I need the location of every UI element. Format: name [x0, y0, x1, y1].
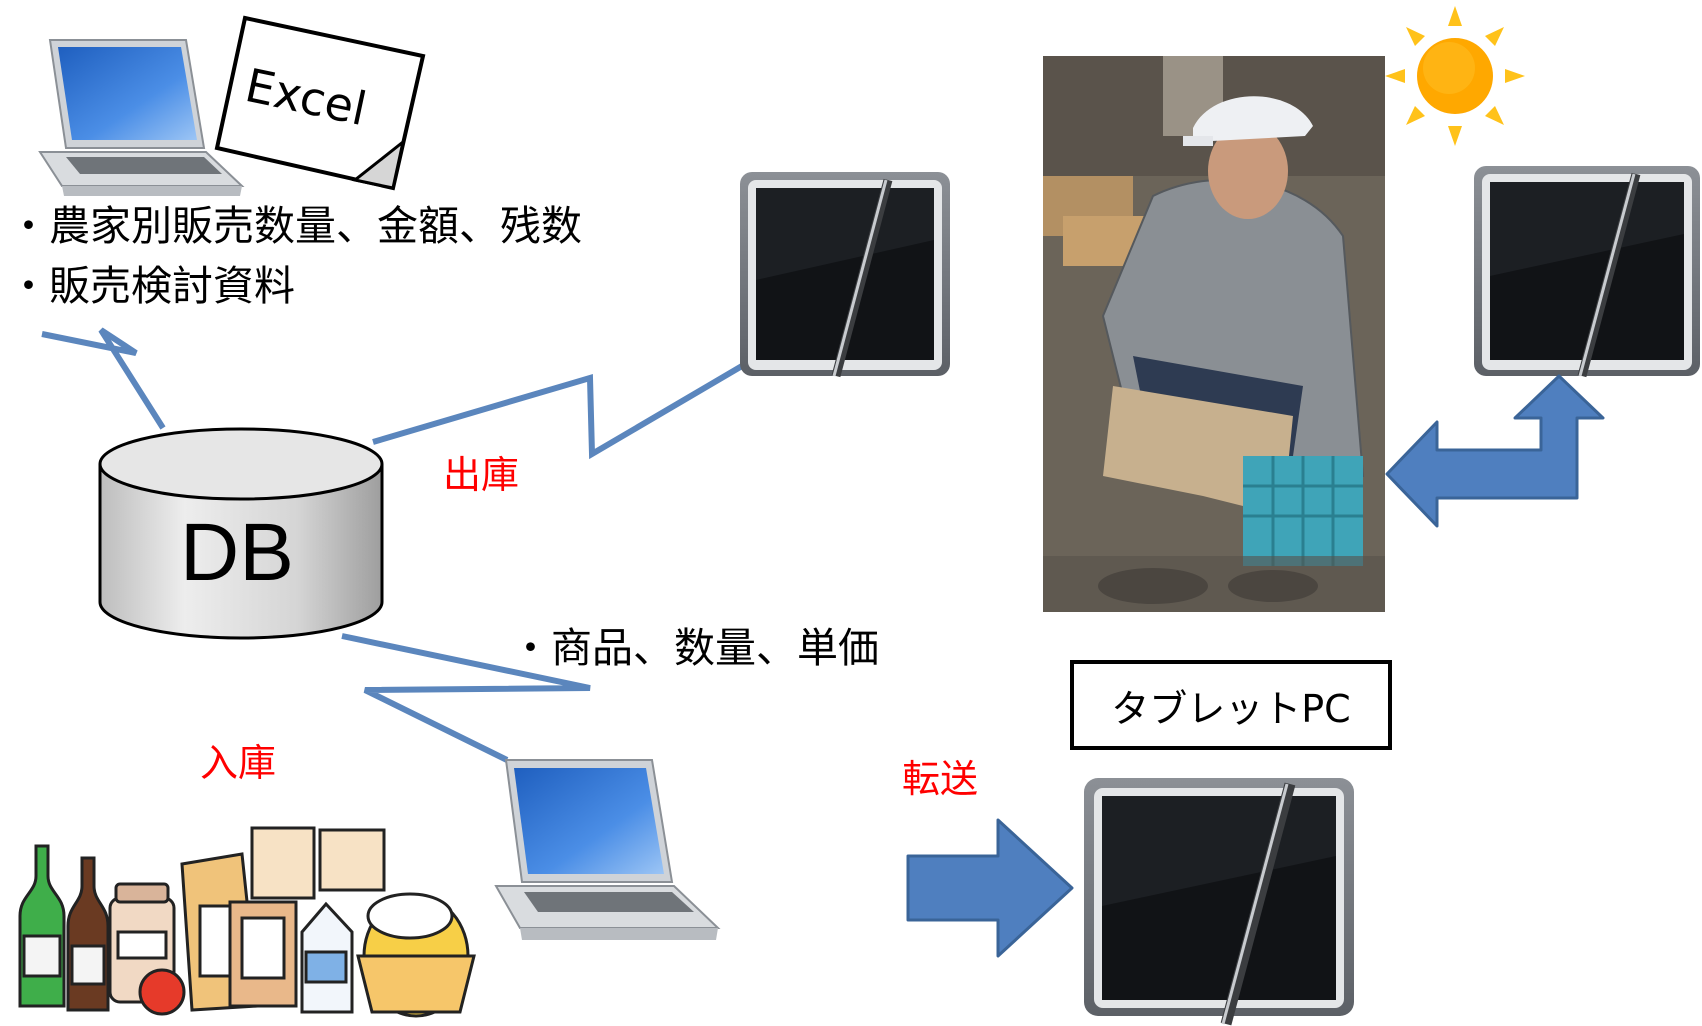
sun-icon: [1385, 6, 1525, 146]
farm-products-icon: [18, 826, 476, 1018]
tablet-pc-icon: [740, 172, 950, 378]
return-arrow: [1385, 374, 1605, 528]
laptop-icon: [38, 39, 245, 196]
farmer-photo: [1043, 56, 1385, 612]
entry-fields-label: ・商品、数量、単価: [510, 624, 879, 672]
transfer-arrow: [906, 818, 1074, 958]
database-cylinder-icon: [98, 427, 384, 640]
pc-output-line-1: ・農家別販売数量、金額、残数: [8, 202, 582, 250]
tablet-pc-label: タブレットPC: [1111, 686, 1351, 731]
pc-output-line-2: ・販売検討資料: [8, 262, 295, 310]
excel-document-icon: [214, 15, 426, 191]
tablet-pc-icon: [1084, 778, 1354, 1026]
outbound-label: 出庫: [443, 453, 520, 497]
database-label: DB: [180, 507, 294, 598]
tablet-pc-label-box: タブレットPC: [1070, 660, 1392, 750]
tablet-pc-icon: [1474, 166, 1700, 378]
laptop-icon: [494, 759, 721, 940]
transfer-label: 転送: [902, 757, 979, 801]
inbound-label: 入庫: [200, 741, 277, 785]
